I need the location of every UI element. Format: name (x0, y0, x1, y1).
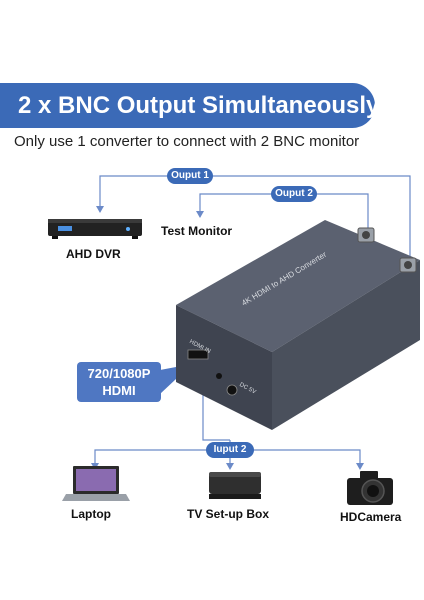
input2-arrow-mid (226, 463, 234, 470)
title-banner (0, 83, 375, 128)
output1-arrow (96, 206, 104, 213)
tvbox-device (209, 472, 261, 499)
camera-label: HDCamera (340, 510, 402, 524)
tvbox-label: TV Set-up Box (187, 507, 270, 521)
hdmi-label: HDMI (102, 383, 136, 398)
camera-device (347, 471, 393, 505)
output2-pill: Ouput 2 (271, 186, 317, 202)
bnc-connector-1 (357, 227, 375, 243)
hdmi-resolution: 720/1080P (87, 366, 151, 381)
laptop-device (62, 466, 130, 501)
monitor-label: Test Monitor (161, 224, 233, 238)
output1-pill: Ouput 1 (167, 168, 213, 184)
laptop-label: Laptop (71, 507, 111, 521)
output1-line (99, 175, 411, 262)
output2-arrow (196, 211, 204, 218)
hdmi-callout: 720/1080P HDMI (77, 362, 161, 402)
dvr-label: AHD DVR (66, 247, 121, 261)
page-title: 2 x BNC Output Simultaneously (18, 92, 380, 119)
dc-port (226, 384, 238, 396)
input2-pill: Iuput 2 (206, 442, 254, 458)
dvr-device (48, 219, 142, 239)
input2-arrow-right (356, 463, 364, 470)
converter-box (176, 220, 420, 430)
bnc-connector-2 (399, 257, 417, 273)
page-subtitle: Only use 1 converter to connect with 2 B… (14, 133, 360, 150)
hdmi-port (187, 349, 209, 360)
